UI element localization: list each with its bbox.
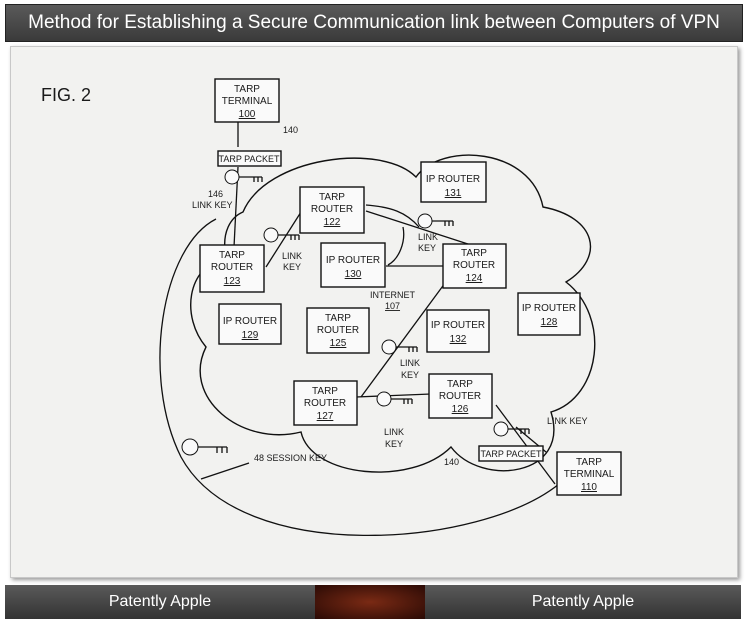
svg-text:TARP: TARP [576, 457, 602, 468]
svg-text:ROUTER: ROUTER [311, 204, 353, 215]
svg-text:129: 129 [242, 330, 259, 341]
svg-text:IP ROUTER: IP ROUTER [431, 320, 485, 331]
link-key-e: LINK KEY [547, 416, 588, 426]
svg-text:ROUTER: ROUTER [304, 398, 346, 409]
svg-text:100: 100 [239, 109, 256, 120]
tarp-packet-bottom: TARP PACKET [480, 449, 542, 459]
link-key-b-line2: KEY [418, 243, 436, 253]
svg-text:126: 126 [452, 404, 469, 415]
node-tarp-router-124: TARP ROUTER 124 [442, 243, 507, 289]
svg-text:IP ROUTER: IP ROUTER [223, 316, 277, 327]
svg-text:IP ROUTER: IP ROUTER [326, 255, 380, 266]
svg-text:TERMINAL: TERMINAL [564, 469, 615, 480]
node-tarp-router-125: TARP ROUTER 125 [306, 307, 370, 354]
svg-text:TARP: TARP [319, 192, 345, 203]
key-icon [381, 339, 418, 355]
svg-text:TARP: TARP [234, 84, 260, 95]
link-key-d-line1: LINK [384, 427, 404, 437]
key-icon [417, 213, 454, 229]
key-icon [181, 438, 228, 456]
svg-text:124: 124 [466, 273, 483, 284]
svg-text:TERMINAL: TERMINAL [222, 96, 273, 107]
link-key-146-label: LINK KEY [192, 200, 233, 210]
key-icon [263, 227, 300, 243]
node-tarp-router-126: TARP ROUTER 126 [428, 373, 493, 419]
node-tarp-terminal-100: TARP TERMINAL 100 [214, 78, 280, 123]
link-key-c-line2: KEY [401, 370, 419, 380]
node-ip-router-130: IP ROUTER 130 [320, 242, 386, 288]
svg-text:110: 110 [581, 482, 597, 493]
node-ip-router-128: IP ROUTER 128 [517, 292, 581, 336]
svg-text:TARP: TARP [461, 248, 487, 259]
header-bar: Method for Establishing a Secure Communi… [5, 4, 743, 42]
tarp-packet-top-box [217, 150, 282, 167]
tarp-packet-bottom-box [478, 445, 544, 462]
svg-text:ROUTER: ROUTER [211, 262, 253, 273]
svg-text:123: 123 [224, 276, 241, 287]
link-key-c-line1: LINK [400, 358, 420, 368]
svg-text:125: 125 [330, 338, 347, 349]
link-key-146-num: 146 [208, 189, 223, 199]
link-key-a-line2: KEY [283, 262, 301, 272]
node-ip-router-129: IP ROUTER 129 [218, 303, 282, 345]
footer-right-brand: Patently Apple [531, 593, 635, 610]
key-icons [181, 169, 530, 456]
page-title: Method for Establishing a Secure Communi… [28, 12, 720, 33]
internet-number: 107 [385, 301, 400, 311]
vitruvian-logo-icon [315, 585, 425, 619]
internet-cloud [190, 154, 596, 473]
patent-diagram: TARP TERMINAL 100 TARP ROUTER 122 IP ROU… [41, 78, 622, 537]
key-icon [376, 391, 413, 407]
svg-text:ROUTER: ROUTER [439, 391, 481, 402]
node-tarp-router-127: TARP ROUTER 127 [293, 380, 358, 426]
figure-panel: TARP TERMINAL 100 TARP ROUTER 122 IP ROU… [10, 46, 738, 578]
node-ip-router-132: IP ROUTER 132 [426, 309, 490, 353]
footer-bar: Patently Apple Patently Apple [5, 585, 741, 619]
link-key-d-line2: KEY [385, 439, 403, 449]
node-tarp-terminal-110: TARP TERMINAL 110 [556, 451, 622, 496]
svg-text:122: 122 [324, 217, 341, 228]
ref-140-top: 140 [283, 125, 298, 135]
svg-text:IP ROUTER: IP ROUTER [522, 303, 576, 314]
key-icon [224, 169, 263, 185]
svg-text:IP ROUTER: IP ROUTER [426, 174, 480, 185]
link-key-b-line1: LINK [418, 232, 438, 242]
tarp-packet-top: TARP PACKET [218, 154, 280, 164]
footer-left-brand: Patently Apple [108, 593, 212, 610]
key-icon [493, 421, 530, 437]
ref-140-bottom: 140 [444, 457, 459, 467]
internet-label: INTERNET [370, 290, 416, 300]
node-ip-router-131: IP ROUTER 131 [420, 161, 487, 203]
session-key-label: 48 SESSION KEY [254, 453, 327, 463]
node-tarp-router-122: TARP ROUTER 122 [299, 186, 365, 234]
link-key-a-line1: LINK [282, 251, 302, 261]
figure-label: FIG. 2 [41, 85, 91, 105]
svg-text:131: 131 [445, 188, 462, 199]
svg-text:128: 128 [541, 317, 558, 328]
svg-text:TARP: TARP [219, 250, 245, 261]
svg-text:130: 130 [345, 269, 362, 280]
node-tarp-router-123: TARP ROUTER 123 [199, 244, 265, 293]
svg-text:TARP: TARP [325, 313, 351, 324]
svg-text:TARP: TARP [447, 379, 473, 390]
svg-text:ROUTER: ROUTER [317, 325, 359, 336]
svg-text:127: 127 [317, 411, 334, 422]
svg-text:132: 132 [450, 334, 467, 345]
session-loop [159, 218, 560, 537]
svg-text:TARP: TARP [312, 386, 338, 397]
svg-text:ROUTER: ROUTER [453, 260, 495, 271]
